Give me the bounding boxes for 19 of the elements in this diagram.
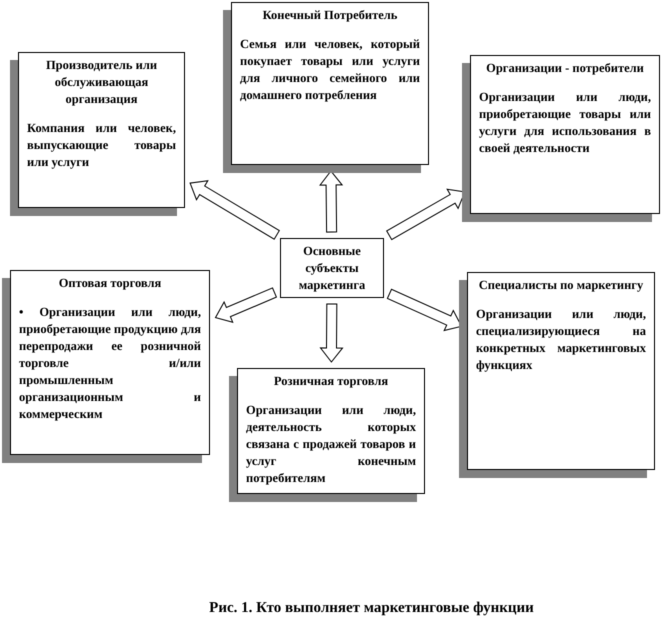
box-description: Семья или человек, который покупает товары или услуги для личного семейного или домашнего потребления bbox=[240, 36, 420, 104]
box-title: Основные субъекты маркетинга bbox=[298, 242, 366, 294]
figure-caption: Рис. 1. Кто выполняет маркетинговые функции bbox=[208, 599, 535, 618]
block-arrow bbox=[319, 304, 344, 363]
block-arrow bbox=[214, 287, 278, 323]
box-title: Конечный Потребитель bbox=[262, 7, 398, 24]
box-title: Оптовая торговля bbox=[58, 275, 162, 292]
box-title: Специалисты по маркетингу bbox=[478, 277, 644, 294]
box-title: Организации - потребители bbox=[485, 60, 645, 77]
box-description: Организации или люди, приобретающие товары или услуги для использования в своей деятельности bbox=[479, 89, 651, 157]
box-title: Розничная торговля bbox=[272, 373, 390, 390]
center-box bbox=[280, 238, 384, 298]
box-description: • Организации или люди, приобретающие продукцию для перепродажи ее розничной торговле и/или промышленным организационным и коммерческим bbox=[19, 304, 201, 423]
block-arrow bbox=[189, 180, 280, 240]
box-description: Организации или люди, специализирующиеся на конкретных маркетинговых функциях bbox=[476, 306, 646, 374]
block-arrow bbox=[319, 170, 344, 233]
box-description: Компания или человек, выпускающие товары или услуги bbox=[27, 120, 176, 171]
box-title: Производитель или обслуживающая организация bbox=[44, 57, 158, 108]
box-description: Организации или люди, деятельность которых связана с продажей товаров и услуг конечным потребителям bbox=[246, 402, 416, 487]
